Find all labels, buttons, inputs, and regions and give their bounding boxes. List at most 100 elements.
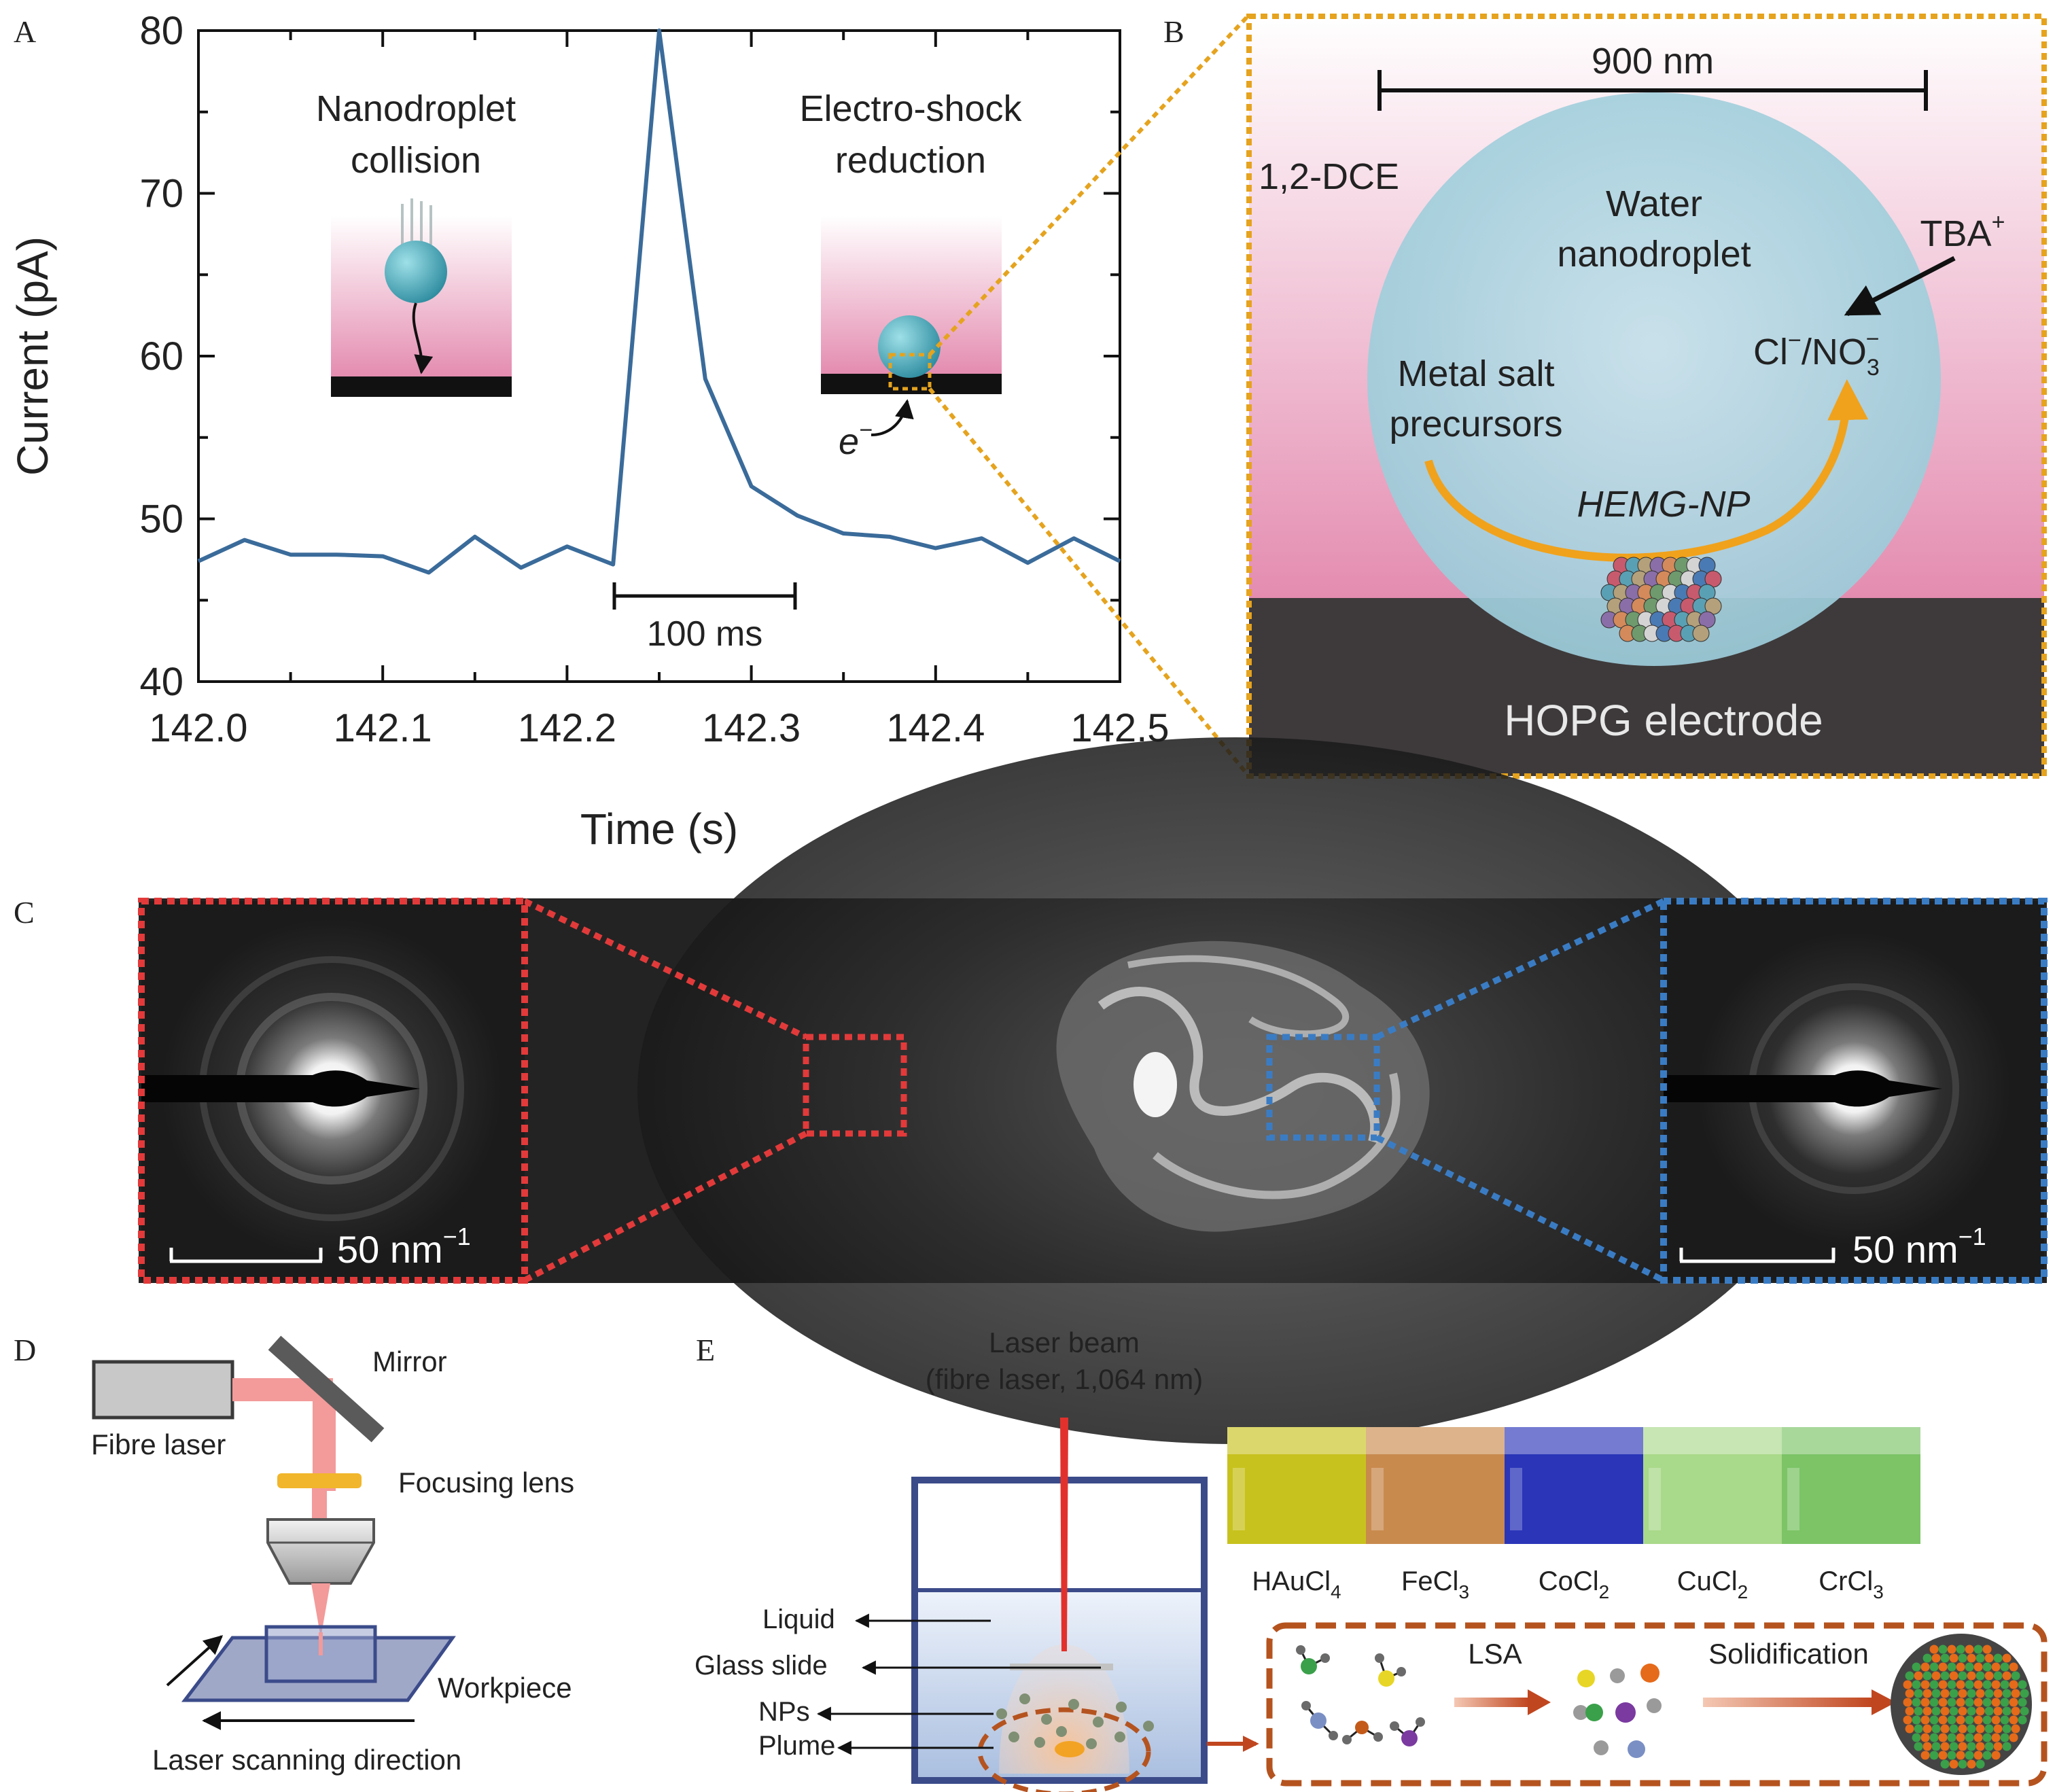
particle-atom	[1920, 1715, 1930, 1725]
particle-atom	[2000, 1698, 2009, 1707]
vial-reflection	[1510, 1468, 1522, 1530]
particle-atom	[1912, 1680, 1921, 1689]
particle-atom	[1973, 1733, 1983, 1742]
current-trace-line	[197, 29, 1121, 575]
particle-atom	[1967, 1742, 1976, 1751]
y-axis-label: Current (pA)	[8, 236, 57, 476]
particle-atom	[1912, 1733, 1921, 1742]
time-scalebar: 100 ms	[612, 582, 797, 654]
vial-reflection	[1371, 1468, 1384, 1530]
particle-atom	[1912, 1662, 1921, 1672]
nanoparticles	[996, 1693, 1154, 1749]
cation-label: TBA+	[1920, 209, 2005, 254]
particle-atom	[1982, 1733, 1992, 1742]
particle-atom	[1940, 1759, 1950, 1769]
particle-atom	[1982, 1645, 1992, 1654]
particle-atom	[1982, 1715, 1992, 1725]
particle-atom	[2018, 1698, 2027, 1707]
solution-vial	[1227, 1427, 1366, 1544]
particle-atom	[1973, 1680, 1983, 1689]
scalebar-label: 900 nm	[1592, 41, 1714, 82]
np-label: HEMG-NP	[1577, 484, 1751, 525]
fibre-laser-box	[92, 1360, 234, 1420]
particle-atom	[1956, 1751, 1965, 1760]
particle-atom	[1991, 1715, 2001, 1725]
particle-atom	[1967, 1706, 1976, 1716]
solution-vial	[1643, 1427, 1782, 1544]
solution-photos	[1227, 1427, 1920, 1544]
particle-atom	[1947, 1680, 1956, 1689]
solution-vial	[1366, 1427, 1505, 1544]
particle-atom	[2002, 1742, 2012, 1751]
particle-atom	[2002, 1724, 2012, 1734]
particle-atom	[1993, 1706, 2003, 1716]
particle-atom	[1984, 1742, 1994, 1751]
precursor-label-line2: precursors	[1389, 404, 1562, 444]
particle-atom	[1949, 1724, 1959, 1734]
particle-atom	[1903, 1680, 1912, 1689]
x-axis-label: Time (s)	[580, 805, 738, 854]
y-tick-label: 70	[139, 172, 183, 216]
particle-atom	[1956, 1715, 1965, 1725]
particle-atom	[1931, 1653, 1941, 1663]
reduction-inset: Electro-shock reduction e−	[799, 88, 1022, 462]
particle-atom	[1967, 1671, 1976, 1681]
particle-atom	[1949, 1759, 1959, 1769]
particle-atom	[2011, 1689, 2020, 1698]
particle-atom	[1982, 1698, 1992, 1707]
solution-label: CuCl2	[1677, 1566, 1748, 1602]
particle-atom	[1903, 1715, 1912, 1725]
vial-reflection	[1233, 1468, 1245, 1530]
particle-atom	[1984, 1689, 1994, 1698]
particle-atom	[1982, 1662, 1992, 1672]
particle-atom	[1929, 1698, 1939, 1707]
particle-atom	[2000, 1680, 2009, 1689]
reaction-arrow	[1424, 379, 1869, 562]
particle-atom	[2020, 1689, 2029, 1698]
electron-label: e−	[839, 417, 873, 462]
particle-atom	[2000, 1662, 2009, 1672]
particle-atom	[1984, 1706, 1994, 1716]
particle-atom	[1949, 1706, 1959, 1716]
inset-left-line1: Nanodroplet	[316, 88, 516, 129]
droplet-ball	[385, 241, 447, 303]
particle-atom	[1956, 1698, 1965, 1707]
particle-atom	[1975, 1724, 1985, 1734]
particle-atom	[1947, 1715, 1956, 1725]
particle-atom	[1903, 1698, 1912, 1707]
particle-atom	[1991, 1751, 2001, 1760]
particle-atom	[1993, 1671, 2003, 1681]
particle-atom	[1984, 1653, 1994, 1663]
particle-atom	[1973, 1715, 1983, 1725]
particle-atom	[1956, 1645, 1965, 1654]
particle-atom	[1938, 1662, 1948, 1672]
particle-atom	[1947, 1751, 1956, 1760]
particle-atom	[1947, 1733, 1956, 1742]
zoom-box	[888, 353, 932, 391]
ablation-spot	[1055, 1741, 1085, 1757]
process-box	[1266, 1622, 2048, 1787]
particle-atom	[2009, 1662, 2018, 1672]
particle-atom	[1991, 1680, 2001, 1689]
particle-atom	[1914, 1689, 1923, 1698]
particle-atom	[1991, 1662, 2001, 1672]
particle-atom	[1958, 1689, 1967, 1698]
right-saed-pattern: 50 nm−1	[1660, 898, 2048, 1284]
bright-spot	[1134, 1052, 1177, 1117]
particle-atom	[1929, 1751, 1939, 1760]
particle-atom	[1975, 1706, 1985, 1716]
solution-label: CoCl2	[1539, 1566, 1609, 1602]
right-connectors	[1375, 898, 1666, 1284]
right-selection-box	[1266, 1034, 1380, 1141]
particle-atom	[1949, 1653, 1959, 1663]
y-tick-label: 40	[139, 660, 183, 704]
particle-atom	[1929, 1645, 1939, 1654]
particle-atom	[1993, 1653, 2003, 1663]
panel-b: B 900 nm 1,2-DCE Water nanodroplet TBA+ …	[1163, 14, 2047, 779]
solution-vial	[1505, 1427, 1643, 1544]
collision-inset: Nanodroplet collision	[316, 88, 516, 397]
high-entropy-particle	[1891, 1634, 2032, 1775]
particle-atom	[1993, 1742, 2003, 1751]
